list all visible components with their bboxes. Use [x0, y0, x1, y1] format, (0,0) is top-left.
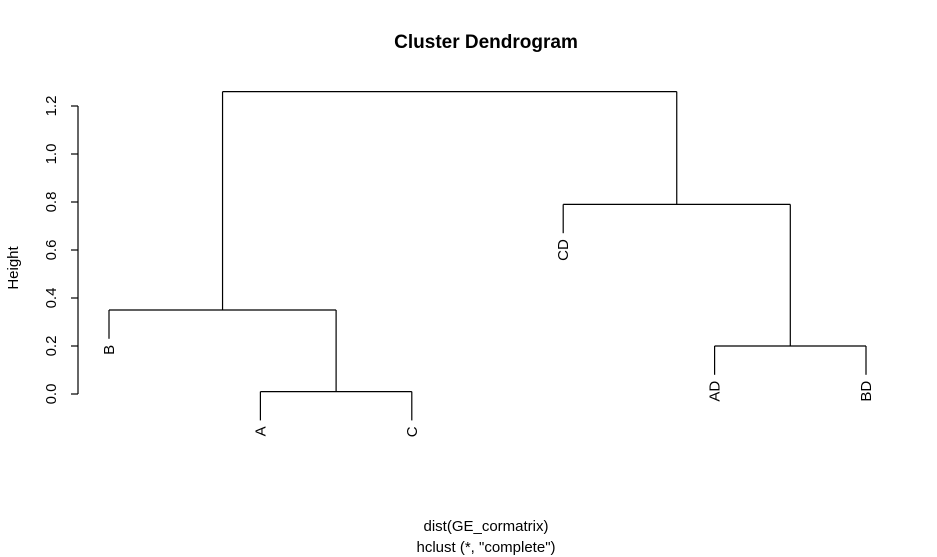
leaf-label: A: [252, 426, 269, 436]
dendrogram-branches: [108, 90, 867, 421]
leaf-label: AD: [707, 381, 724, 402]
y-tick-label: 0.6: [43, 240, 60, 261]
y-tick-label: 1.2: [43, 96, 60, 117]
y-tick-label: 0.4: [43, 288, 60, 309]
leaf-label: B: [101, 345, 118, 355]
leaf-label: CD: [555, 239, 572, 261]
y-tick-label: 1.0: [43, 144, 60, 165]
method-label: hclust (*, "complete"): [416, 539, 555, 556]
y-tick-label: 0.0: [43, 384, 60, 405]
leaf-label: C: [404, 426, 421, 437]
leaf-labels: B A C CD AD BD: [101, 239, 875, 437]
y-tick-label: 0.2: [43, 336, 60, 357]
y-tick-label: 0.8: [43, 192, 60, 213]
chart-title: Cluster Dendrogram: [394, 32, 578, 53]
y-axis: 0.0 0.2 0.4 0.6 0.8 1.0 1.2: [43, 96, 79, 405]
leaf-label: BD: [858, 381, 875, 402]
x-axis-label: dist(GE_cormatrix): [423, 518, 548, 535]
y-axis-label: Height: [5, 245, 22, 289]
